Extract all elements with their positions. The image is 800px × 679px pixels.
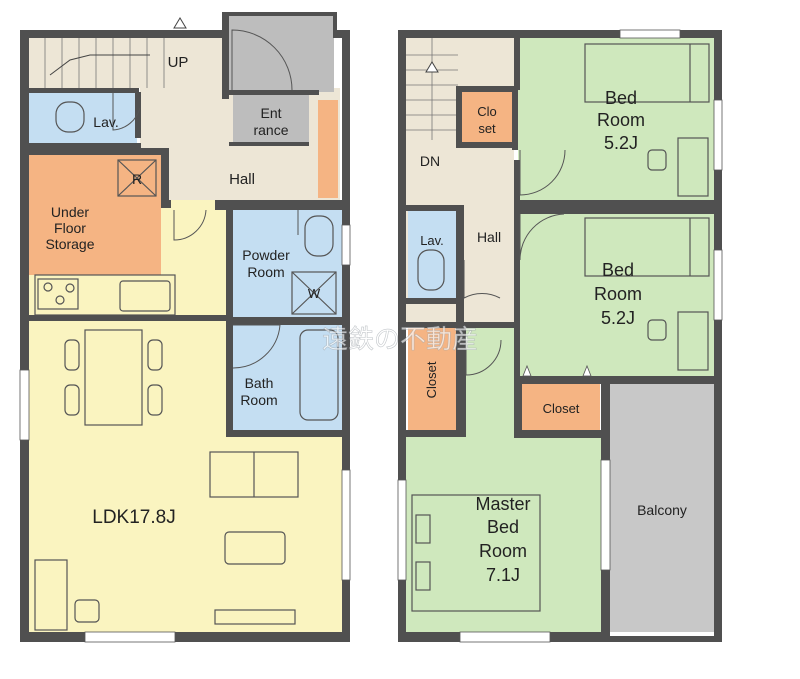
desk (34, 559, 68, 631)
lavatory-f2 (408, 210, 456, 298)
closet-small-label-line2: set (478, 121, 496, 136)
bath-room-label-line2: Room (240, 392, 277, 408)
bed-1 (584, 43, 710, 103)
washer (291, 271, 337, 315)
bed-room-2-label-line1: Bed (602, 260, 634, 280)
storage-label-line1: Under (51, 204, 89, 220)
toilet-f1 (55, 101, 85, 133)
stairs-up-label: UP (168, 54, 189, 71)
stove-burner-2 (55, 295, 65, 305)
floor-1: UP Lav. Ent rance Hall Under Floor Stora… (19, 12, 351, 643)
entrance-label-line1: Ent (260, 105, 281, 121)
entrance-label-line2: rance (253, 122, 288, 138)
coffee-table (224, 531, 286, 565)
bed-room-1 (518, 38, 714, 200)
washer-marker: W (308, 286, 321, 301)
kitchen-sink (119, 280, 171, 312)
tv-stand (214, 609, 296, 625)
bed-room-1-label-line2: Room (597, 110, 645, 130)
stairs-down (406, 38, 458, 140)
master-bed-room-label-line4: 7.1J (486, 565, 520, 585)
bed-room-1-label-line1: Bed (605, 88, 637, 108)
closet-left (408, 328, 456, 430)
floor-1-walls (20, 12, 350, 642)
bed-room-1-label-line3: 5.2J (604, 133, 638, 153)
lavatory-f1-label: Lav. (93, 114, 118, 130)
closet-small (462, 90, 512, 145)
bed-2 (584, 217, 710, 277)
kitchen-counter (34, 274, 176, 316)
lavatory-room (29, 92, 137, 143)
stairs-down-label: DN (420, 153, 440, 169)
master-hall-link (466, 328, 516, 438)
powder-room (233, 210, 342, 317)
bed-room-2 (518, 214, 714, 376)
bathtub (299, 329, 339, 421)
closet-left-label: Closet (424, 361, 439, 398)
stair-area (29, 38, 227, 88)
entry-porch (228, 15, 334, 92)
storage-label-line2: Floor (54, 220, 86, 236)
closet-small-label-line1: Clo (477, 104, 497, 119)
watermark: 遠鉄の不動産 (322, 325, 478, 355)
bed-room-2-label-line3: 5.2J (601, 308, 635, 328)
toilet-f2 (417, 249, 445, 291)
balcony-area (610, 384, 714, 632)
bath-room-label-line1: Bath (245, 375, 274, 391)
storage-label-line3: Storage (45, 236, 94, 252)
hall-f1-label: Hall (229, 171, 255, 188)
lavatory-f2-label: Lav. (420, 233, 444, 248)
entrance-area (233, 95, 309, 142)
bed-room-2-label-line2: Room (594, 284, 642, 304)
master-bed-room-label-line1: Master (475, 494, 530, 514)
master-bed-room-label-line3: Room (479, 541, 527, 561)
bath-room (233, 325, 342, 430)
stove-burner-1 (43, 282, 53, 292)
powder-room-label-line2: Room (247, 264, 284, 280)
shoe-closet (318, 100, 338, 198)
closet-right (522, 384, 600, 430)
stove-burner-3 (65, 283, 75, 293)
master-bed (411, 494, 541, 612)
closet-right-label: Closet (543, 401, 580, 416)
floor-2: DN Clo set Bed Room 5.2J Lav. Hall Bed R… (397, 29, 723, 643)
dining-table (84, 329, 143, 426)
hall-f2-label: Hall (477, 229, 501, 245)
master-bed-room (406, 437, 601, 632)
storage-marker: R (132, 171, 142, 187)
master-bed-room-label-line2: Bed (487, 517, 519, 537)
powder-room-label-line1: Powder (242, 247, 290, 263)
balcony-label: Balcony (637, 502, 687, 518)
storage-room (29, 155, 161, 275)
ldk-label: LDK17.8J (92, 507, 175, 528)
sink-powder (304, 215, 334, 257)
stairs-up (44, 17, 187, 88)
